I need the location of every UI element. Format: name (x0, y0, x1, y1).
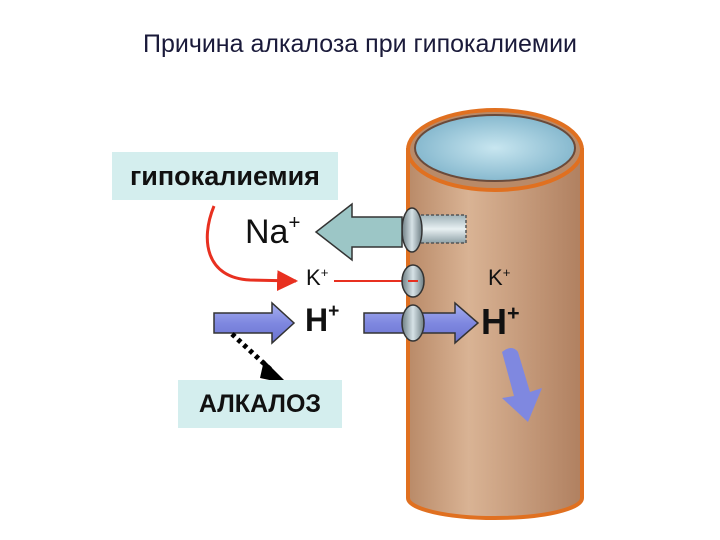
k-charge: + (502, 264, 511, 280)
h-charge: + (507, 299, 520, 325)
k-symbol: K (488, 265, 503, 290)
k-charge: + (320, 264, 329, 280)
slide-title: Причина алкалоза при гипокалиемии (142, 30, 577, 58)
alkalosis-label: АЛКАЛОЗ (178, 380, 342, 428)
h-ion-extracellular: H+ (305, 301, 340, 338)
k-ion-extracellular: K+ (306, 264, 329, 290)
h-ion-intracellular: H+ (481, 301, 520, 342)
h-left-arrow (213, 301, 296, 345)
na-arrow (314, 202, 403, 262)
dotted-arrow-to-alkalosis (230, 332, 288, 384)
h-symbol: H (481, 301, 507, 342)
k-symbol: K (306, 265, 321, 290)
na-ion-label: Na+ (245, 211, 301, 251)
hypokalemia-label: гипокалиемия (112, 152, 338, 200)
k-ion-intracellular: K+ (488, 264, 511, 290)
h-charge: + (328, 301, 340, 323)
h-symbol: H (305, 302, 329, 338)
h-transport-arrow (363, 301, 480, 345)
na-charge: + (288, 211, 301, 234)
h-downward-arrow (502, 348, 542, 422)
hypokalemia-to-k-curve (205, 205, 299, 292)
na-symbol: Na (245, 213, 289, 251)
